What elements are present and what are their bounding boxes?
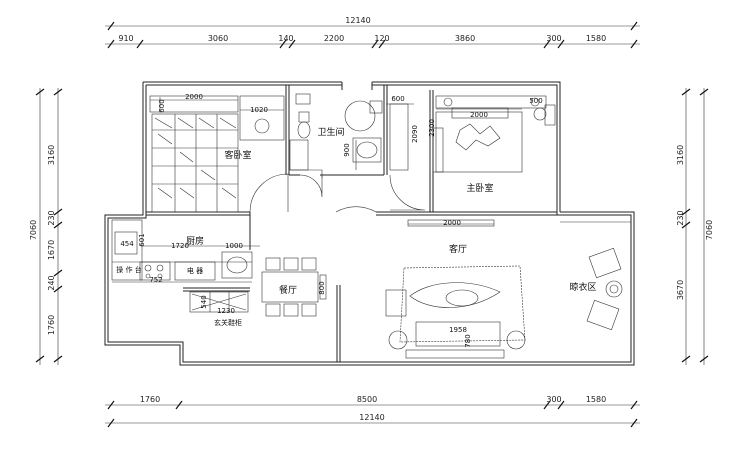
- master-side-dim: 500: [529, 97, 542, 105]
- right-dim-1: 3160: [676, 145, 685, 165]
- operation-counter-label: 操 作 台: [116, 265, 141, 274]
- shoe-cabinet-width-dim: 1230: [217, 307, 235, 315]
- top-dim-3: 140: [278, 34, 293, 43]
- top-dim-8: 1580: [586, 34, 606, 43]
- top-dimension-lines: [105, 21, 640, 49]
- master-bed-width-dim: 2000: [470, 111, 488, 119]
- bottom-dim-4: 1580: [586, 395, 606, 404]
- dining-room-label: 餐厅: [279, 284, 297, 296]
- master-bed-depth-dim: 2300: [428, 119, 436, 137]
- kitchen-fixtures: [111, 219, 260, 283]
- guest-bed-width-dim: 2000: [185, 93, 203, 101]
- kitchen-dim-b: 601: [138, 233, 146, 246]
- top-dim-2: 3060: [208, 34, 228, 43]
- right-dimension-lines: [681, 88, 709, 365]
- master-bedroom-label: 主卧室: [466, 182, 493, 194]
- left-dim-3: 1670: [47, 240, 56, 260]
- bathroom-label: 卫生间: [317, 126, 344, 138]
- guest-bed-depth-dim: 600: [158, 99, 166, 112]
- bathroom-fixtures: [289, 93, 414, 178]
- top-total-dim: 12140: [345, 16, 370, 25]
- left-dimension-lines: [35, 88, 63, 365]
- bath-depth-b-dim: 2090: [411, 125, 419, 143]
- exterior-walls: [104, 81, 635, 366]
- bottom-dim-2: 8500: [357, 395, 377, 404]
- left-dim-4: 240: [47, 275, 56, 290]
- bottom-dimension-lines: [105, 400, 640, 428]
- top-dim-6: 3860: [455, 34, 475, 43]
- right-dim-2: 230: [676, 210, 685, 225]
- bath-depth-a-dim: 900: [343, 143, 351, 156]
- right-dim-3: 3670: [676, 280, 685, 300]
- left-dim-5: 1760: [47, 315, 56, 335]
- top-dim-5: 120: [374, 34, 389, 43]
- shoe-cabinet-depth-dim: 540: [200, 295, 208, 308]
- bottom-dim-1: 1760: [140, 395, 160, 404]
- living-tv-dim: 2000: [443, 219, 461, 227]
- kitchen-dim-c: 1000: [225, 242, 243, 250]
- left-total-dim: 7060: [29, 220, 38, 240]
- sunroom-label: 晾衣区: [569, 281, 596, 293]
- interior-walls: [146, 85, 557, 362]
- door-swings: [249, 173, 426, 213]
- kitchen-dim-a: 454: [120, 240, 134, 248]
- living-room-label: 客厅: [449, 243, 467, 255]
- stove-dim: 752: [149, 276, 162, 284]
- guest-closet-dim: 1020: [250, 106, 268, 114]
- guest-bedroom-label: 客卧室: [224, 149, 251, 161]
- appliance-label: 电 器: [187, 266, 203, 275]
- living-room-furniture: [385, 219, 526, 359]
- left-dim-1: 3160: [47, 145, 56, 165]
- sofa-width-dim: 1958: [449, 326, 467, 334]
- master-bedroom-furniture: [429, 95, 556, 173]
- bath-width-dim: 600: [391, 95, 404, 103]
- right-total-dim: 7060: [705, 220, 714, 240]
- dining-furniture: [189, 257, 327, 317]
- entrance-shoe-cabinet-label: 玄关鞋柜: [214, 318, 242, 327]
- bottom-dim-3: 300: [546, 395, 561, 404]
- guest-bedroom-furniture: [149, 95, 285, 213]
- top-dim-1: 910: [118, 34, 133, 43]
- top-dim-4: 2200: [324, 34, 344, 43]
- kitchen-counter-dim: 1720: [171, 242, 189, 250]
- top-dim-7: 300: [546, 34, 561, 43]
- left-dim-2: 230: [47, 210, 56, 225]
- sofa-depth-dim: 780: [464, 334, 472, 347]
- kitchen-label: 厨房: [186, 235, 204, 247]
- dining-table-dim: 800: [318, 281, 326, 294]
- sunroom-furniture: [560, 221, 631, 331]
- bottom-total-dim: 12140: [359, 413, 384, 422]
